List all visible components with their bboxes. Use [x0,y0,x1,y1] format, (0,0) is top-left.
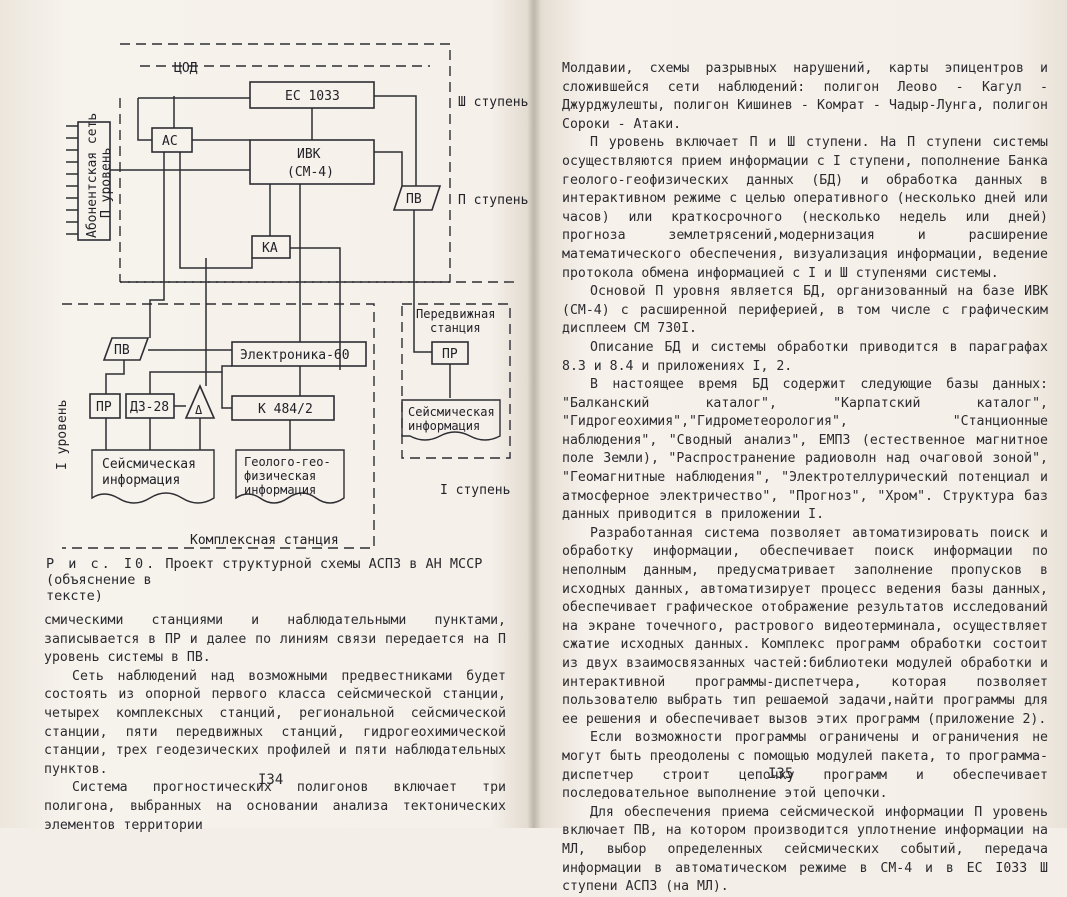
k484-label: К 484/2 [258,402,313,417]
network-label-1: Абонентская сеть [85,113,100,238]
right-paragraph-6: Разработанная система позволяет автомати… [562,525,1048,727]
left-page-number: I34 [258,772,284,788]
wire-ka-right [290,247,341,370]
caption-line2: тексте) [46,588,103,604]
right-paragraph-8: Для обеспечения приема сейсмической инфо… [562,804,1048,895]
network-comb [66,125,78,235]
stage3-label: Ш ступень [458,95,528,110]
tsod-label: ЦОД [174,61,198,76]
complex-station-label: Комплексная станция [190,533,339,548]
wire-as-left [137,98,152,141]
geo-info-label-3: информация [244,483,316,497]
structure-diagram: ЦОД ЕС 1033 ИВК (СМ-4) АС КА ПВ [55,43,528,549]
pr-box [89,393,121,419]
seismic-info-box [91,449,215,504]
stage2-label: П ступень [458,193,528,208]
book-gutter [527,0,541,828]
network-box [77,121,111,241]
left-body-text: смическими станциями и наблюдательными п… [44,612,506,835]
ivk-label-2: (СМ-4) [287,165,334,180]
amplifier-label: Δ [195,403,203,417]
right-paragraph-1: Молдавии, схемы разрывных нарушений, кар… [562,61,1048,132]
wire-es-pv [374,95,417,186]
right-paragraph-2: П уровень включает П и Ш ступени. На П с… [562,135,1048,281]
right-paragraph-3: Основой П уровня является БД, организова… [562,284,1048,337]
wire-dz-el [149,365,232,394]
stage1-label: I ступень [440,483,510,498]
pv-lower-label: ПВ [114,343,130,358]
geo-info-box [235,449,345,504]
wire-el-k484 [221,372,232,409]
wire-as-down [149,152,165,338]
right-paragraph-5: В настоящее время БД содержит следующие … [562,377,1048,523]
pv-lower-box [102,337,150,361]
level1-label: I уровень [55,400,70,470]
right-page-number: I35 [768,766,794,782]
figure-caption: Р и с. I0. Проект структурной схемы АСПЗ… [46,556,516,604]
as-label: АС [162,134,178,149]
wire-pv-pr [413,210,432,353]
wire-pv-pr [105,360,125,394]
wire-as-ka [179,152,253,269]
wire-ivk-pv [374,151,403,186]
ka-box [251,235,291,259]
seismic-mobile-label-1: Сейсмическая [408,405,495,419]
caption-text: Проект структурной схемы АСПЗ в АН МССР … [46,556,483,588]
seismic-info-label-1: Сейсмическая [102,457,196,472]
ka-label: КА [262,241,278,256]
geo-info-label-2: физическая [244,469,316,483]
dz28-label: ДЗ-28 [130,400,169,415]
seismic-mobile-box [401,399,501,441]
right-paragraph-4: Описание БД и системы обработки приводит… [562,339,1048,374]
right-paragraph-7: Если возможности программы ограничены и … [562,730,1048,802]
geo-info-label-1: Геолого-гео- [244,455,331,469]
pv-upper-label: ПВ [406,192,422,207]
right-body-text: Молдавии, схемы разрывных нарушений, кар… [562,60,1048,897]
right-page: Молдавии, схемы разрывных нарушений, кар… [538,0,1067,894]
left-page: ЦОД ЕС 1033 ИВК (СМ-4) АС КА ПВ [0,0,530,833]
ivk-label-1: ИВК [297,147,321,162]
caption-prefix: Р и с. I0. [46,556,158,572]
seismic-mobile-label-2: информация [408,419,480,433]
pv-upper-box [392,185,442,211]
upper-dashed-region [120,43,451,283]
seismic-info-label-2: информация [102,473,180,488]
elektronika-box [231,341,367,367]
mobile-label-2: станция [430,321,481,335]
network-label-2: П уровень [99,148,114,218]
pr-label: ПР [96,400,112,415]
mobile-label-1: Передвижная [416,307,495,321]
left-paragraph-1: смическими станциями и наблюдательными п… [44,613,506,666]
lower-dashed-region [62,303,375,549]
es1033-label: ЕС 1033 [285,89,340,104]
left-paragraph-2: Сеть наблюдений над возможными предвестн… [44,668,506,777]
pr-mobile-label: ПР [442,347,458,362]
elektronika-label: Электроника-60 [240,348,350,363]
